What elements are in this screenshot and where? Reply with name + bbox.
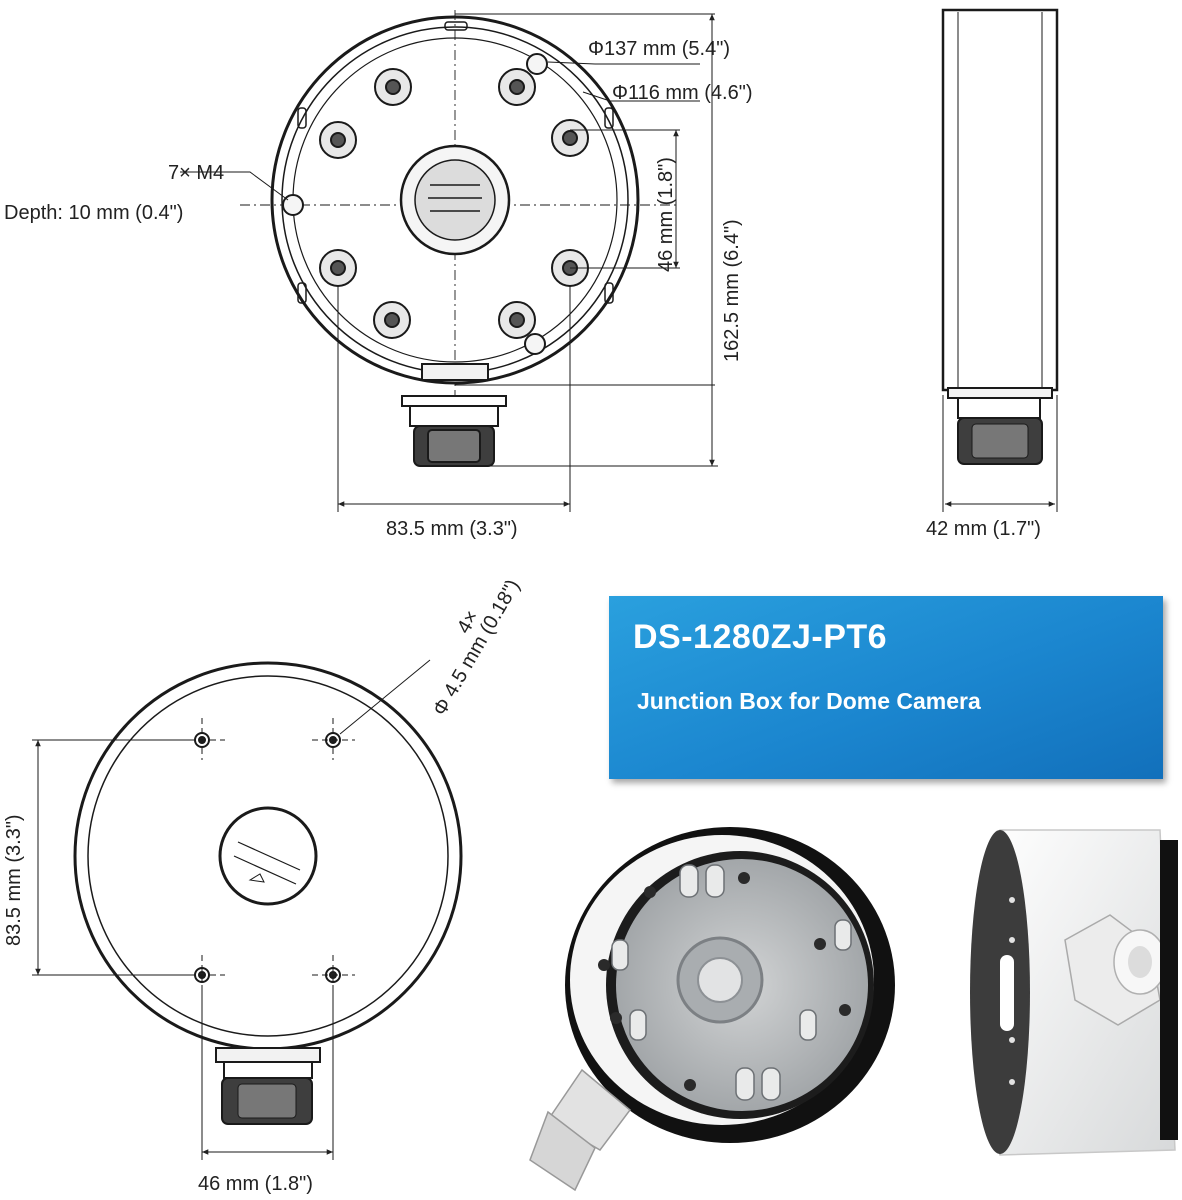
side-view: [941, 8, 1059, 512]
front-cable-gland: [401, 363, 507, 467]
photo-gland: [529, 1068, 632, 1192]
height-front-label: 162.5 mm (6.4"): [721, 219, 743, 362]
back-view: [32, 659, 463, 1160]
photo-side-box: [970, 829, 1178, 1156]
inner-diameter-label: Φ116 mm (4.6"): [612, 82, 753, 104]
side-depth-label: 42 mm (1.7"): [926, 518, 1041, 540]
product-subtitle: Junction Box for Dome Camera: [637, 688, 981, 714]
back-horizontal-label: 46 mm (1.8"): [198, 1173, 313, 1195]
product-banner: DS-1280ZJ-PT6 Junction Box for Dome Came…: [609, 596, 1163, 779]
screws-label: 7× M4: [168, 162, 225, 184]
depth-label: Depth: 10 mm (0.4"): [4, 202, 184, 224]
model-number: DS-1280ZJ-PT6: [633, 618, 888, 656]
outer-diameter-label: Φ137 mm (5.4"): [588, 38, 730, 60]
hole-offset-label: 46 mm (1.8"): [655, 157, 677, 272]
boss-holes: [282, 53, 589, 355]
photo-open-box: [529, 827, 895, 1192]
back-vertical-label: 83.5 mm (3.3"): [3, 814, 25, 946]
front-view: [180, 10, 718, 512]
front-spacing-label: 83.5 mm (3.3"): [386, 518, 518, 540]
